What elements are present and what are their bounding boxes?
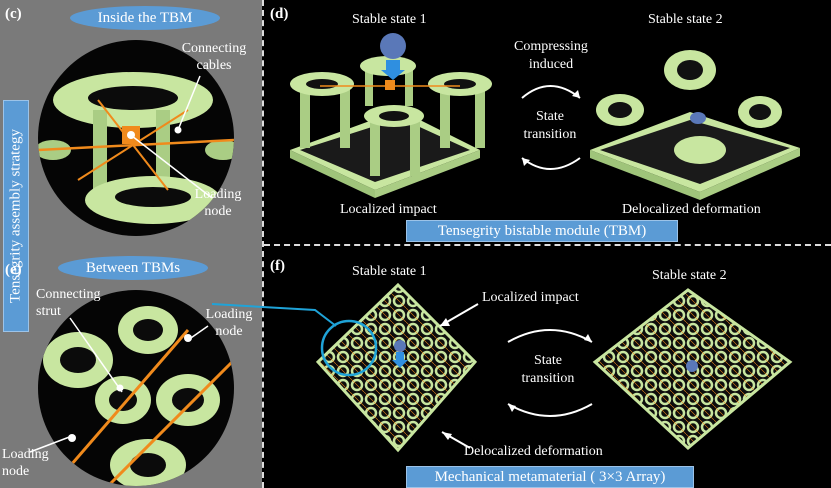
f-localized-impact: Localized impact xyxy=(482,290,579,305)
d-state-transition-label: State transition xyxy=(523,109,577,142)
connecting-strut-label: Connecting strut xyxy=(36,287,101,319)
inside-tbm-pill: Inside the TBM xyxy=(70,6,220,30)
tbm-inside-illustration xyxy=(38,72,234,224)
d-delocalized-deformation: Delocalized deformation xyxy=(622,202,761,217)
panel-e-label: (e) xyxy=(5,262,22,278)
panel-c-label: (c) xyxy=(5,6,22,22)
assembly-strategy-bar: Tensegrity assembly strategy xyxy=(3,100,29,332)
d-stable-state-1: Stable state 1 xyxy=(352,12,427,27)
loading-node-label-c: Loading node xyxy=(194,187,242,219)
vertical-divider xyxy=(262,0,264,488)
tbm-bar: Tensegrity bistable module (TBM) xyxy=(406,220,678,242)
tbm-inside-view xyxy=(38,40,234,236)
panel-d-label: (d) xyxy=(270,6,289,22)
f-delocalized-deformation: Delocalized deformation xyxy=(464,444,603,459)
panel-f-label: (f) xyxy=(270,258,285,274)
between-tbm-view xyxy=(38,290,234,486)
f-state-transition-label: State transition xyxy=(521,353,575,386)
f-stable-state-2: Stable state 2 xyxy=(652,268,727,283)
f-stable-state-1: Stable state 1 xyxy=(352,264,427,279)
between-tbm-illustration xyxy=(43,306,234,486)
between-tbms-pill: Between TBMs xyxy=(58,256,208,280)
d-stable-state-2: Stable state 2 xyxy=(648,12,723,27)
d-localized-impact: Localized impact xyxy=(340,202,437,217)
compressing-induced-label: Compressing induced xyxy=(514,39,588,72)
horizontal-divider xyxy=(264,244,831,246)
left-callout-lines xyxy=(29,75,213,453)
loading-node-label-e-left: Loading node xyxy=(2,447,49,479)
connecting-cables-label: Connecting cables xyxy=(181,41,247,73)
metamaterial-bar: Mechanical metamaterial ( 3×3 Array) xyxy=(406,466,694,488)
